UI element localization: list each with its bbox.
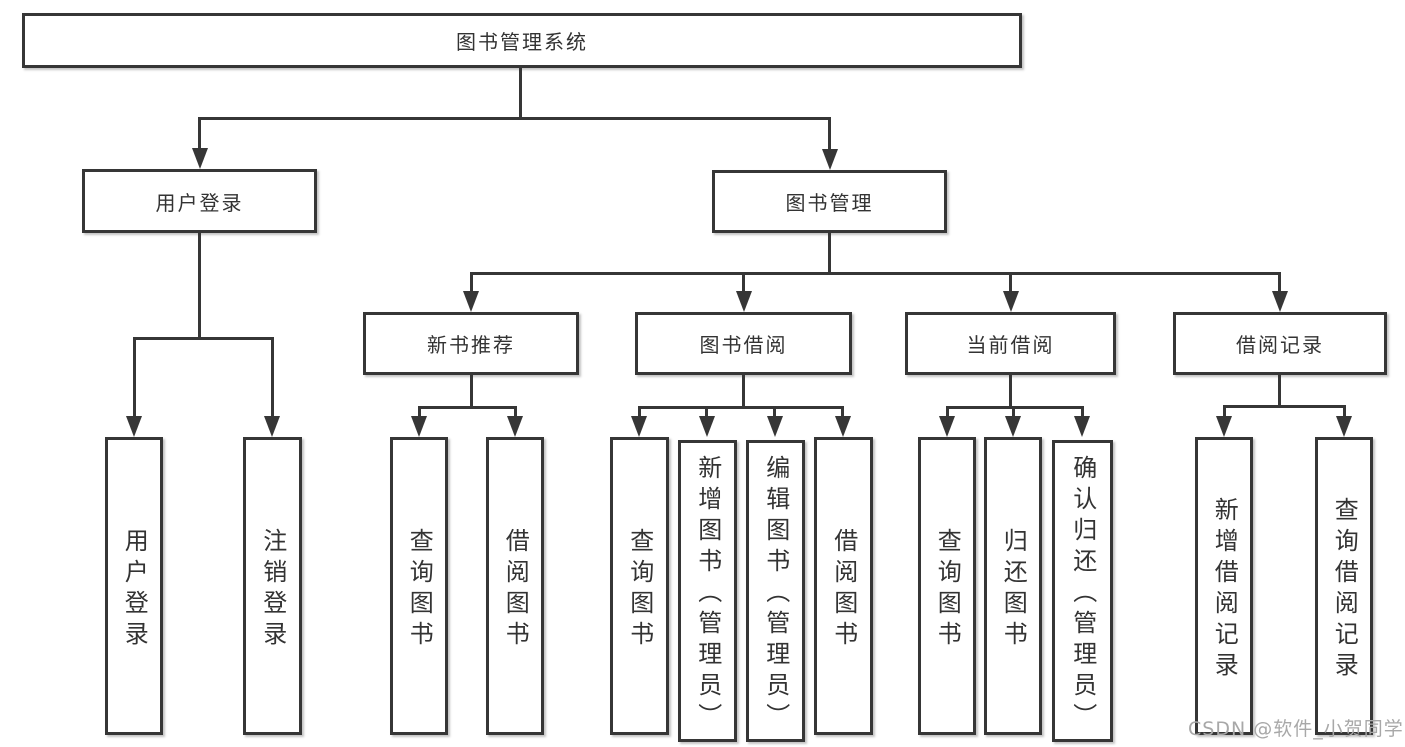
leaf-borrow-books-recommend: 借阅图书 bbox=[486, 437, 544, 735]
leaf-query-borrow-record: 查询借阅记录 bbox=[1315, 437, 1373, 735]
node-book-management-label: 图书管理 bbox=[785, 191, 874, 215]
node-book-borrow-label: 图书借阅 bbox=[699, 333, 788, 357]
arrow-down-icon bbox=[767, 416, 783, 437]
arrow-down-icon bbox=[939, 416, 955, 437]
node-root: 图书管理系统 bbox=[22, 13, 1022, 68]
leaf-query-borrow-record-label: 查询借阅记录 bbox=[1330, 496, 1359, 683]
connector-line bbox=[638, 406, 844, 409]
leaf-query-books-current: 查询图书 bbox=[918, 437, 976, 735]
leaf-confirm-return-admin-label: 确认归还（管理员） bbox=[1068, 455, 1097, 734]
node-current-borrow: 当前借阅 bbox=[905, 312, 1116, 375]
leaf-borrow-books-recommend-label: 借阅图书 bbox=[501, 527, 530, 652]
leaf-borrow-books-label: 借阅图书 bbox=[829, 527, 858, 652]
leaf-return-book-label: 归还图书 bbox=[999, 527, 1028, 652]
arrow-down-icon bbox=[264, 416, 280, 437]
node-root-label: 图书管理系统 bbox=[456, 30, 588, 54]
leaf-add-borrow-record: 新增借阅记录 bbox=[1195, 437, 1253, 735]
leaf-confirm-return-admin: 确认归还（管理员） bbox=[1052, 440, 1113, 742]
connector-line bbox=[1009, 375, 1012, 406]
connector-line bbox=[1223, 405, 1226, 416]
arrow-down-icon bbox=[1003, 291, 1019, 312]
node-book-borrow: 图书借阅 bbox=[635, 312, 852, 375]
leaf-add-book-admin-label: 新增图书（管理员） bbox=[693, 455, 722, 734]
arrow-down-icon bbox=[1005, 416, 1021, 437]
connector-line bbox=[1081, 406, 1084, 416]
node-new-book-recommend: 新书推荐 bbox=[363, 312, 579, 375]
leaf-edit-book-admin: 编辑图书（管理员） bbox=[746, 440, 805, 742]
leaf-add-borrow-record-label: 新增借阅记录 bbox=[1210, 496, 1239, 683]
connector-line bbox=[828, 117, 831, 149]
leaf-query-books-borrow: 查询图书 bbox=[610, 437, 669, 735]
arrow-down-icon bbox=[411, 416, 427, 437]
arrow-down-icon bbox=[1074, 416, 1090, 437]
connector-line bbox=[418, 406, 517, 409]
connector-line bbox=[1012, 406, 1015, 416]
connector-line bbox=[271, 337, 274, 416]
connector-line bbox=[418, 406, 421, 416]
watermark: CSDN @软件_小贺同学 bbox=[1188, 718, 1404, 740]
arrow-down-icon bbox=[1336, 416, 1352, 437]
arrow-down-icon bbox=[699, 416, 715, 437]
arrow-down-icon bbox=[126, 416, 142, 437]
arrow-down-icon bbox=[736, 291, 752, 312]
connector-line bbox=[1009, 272, 1012, 291]
leaf-user-login-label: 用户登录 bbox=[120, 527, 149, 652]
connector-line bbox=[514, 406, 517, 416]
node-new-book-recommend-label: 新书推荐 bbox=[427, 333, 515, 357]
leaf-edit-book-admin-label: 编辑图书（管理员） bbox=[761, 455, 790, 734]
node-user-login: 用户登录 bbox=[82, 169, 317, 233]
connector-line bbox=[133, 337, 273, 340]
leaf-query-books-recommend-label: 查询图书 bbox=[405, 527, 434, 652]
leaf-logout-label: 注销登录 bbox=[258, 527, 287, 652]
connector-line bbox=[946, 406, 1084, 409]
arrow-down-icon bbox=[507, 416, 523, 437]
connector-line bbox=[742, 375, 745, 406]
connector-line bbox=[828, 233, 831, 272]
arrow-down-icon bbox=[463, 291, 479, 312]
arrow-down-icon bbox=[1272, 291, 1288, 312]
connector-line bbox=[198, 117, 831, 120]
connector-line bbox=[133, 337, 136, 416]
connector-line bbox=[198, 233, 201, 337]
arrow-down-icon bbox=[631, 416, 647, 437]
connector-line bbox=[198, 117, 201, 148]
connector-line bbox=[1343, 405, 1346, 416]
connector-line bbox=[841, 406, 844, 416]
leaf-user-login: 用户登录 bbox=[105, 437, 163, 735]
node-user-login-label: 用户登录 bbox=[155, 190, 244, 215]
arrow-down-icon bbox=[835, 416, 851, 437]
leaf-add-book-admin: 新增图书（管理员） bbox=[678, 440, 737, 742]
connector-line bbox=[638, 406, 641, 416]
leaf-query-books-recommend: 查询图书 bbox=[390, 437, 448, 735]
connector-line bbox=[1278, 272, 1281, 291]
arrow-down-icon bbox=[192, 148, 208, 169]
leaf-return-book: 归还图书 bbox=[984, 437, 1042, 735]
leaf-query-books-current-label: 查询图书 bbox=[933, 527, 962, 652]
leaf-query-books-borrow-label: 查询图书 bbox=[625, 527, 654, 652]
connector-line bbox=[742, 272, 745, 291]
leaf-logout: 注销登录 bbox=[243, 437, 302, 735]
node-current-borrow-label: 当前借阅 bbox=[966, 333, 1055, 357]
connector-line bbox=[519, 68, 522, 117]
arrow-down-icon bbox=[1216, 416, 1232, 437]
connector-line bbox=[1223, 405, 1346, 408]
arrow-down-icon bbox=[822, 149, 838, 170]
node-borrow-records-label: 借阅记录 bbox=[1236, 333, 1324, 357]
leaf-borrow-books: 借阅图书 bbox=[814, 437, 873, 735]
connector-line bbox=[946, 406, 949, 416]
connector-line bbox=[470, 375, 473, 406]
connector-line bbox=[1278, 375, 1281, 405]
connector-line bbox=[773, 406, 776, 416]
connector-line bbox=[470, 272, 473, 291]
node-borrow-records: 借阅记录 bbox=[1173, 312, 1387, 375]
connector-line bbox=[470, 272, 1281, 275]
node-book-management: 图书管理 bbox=[712, 170, 947, 233]
connector-line bbox=[705, 406, 708, 416]
